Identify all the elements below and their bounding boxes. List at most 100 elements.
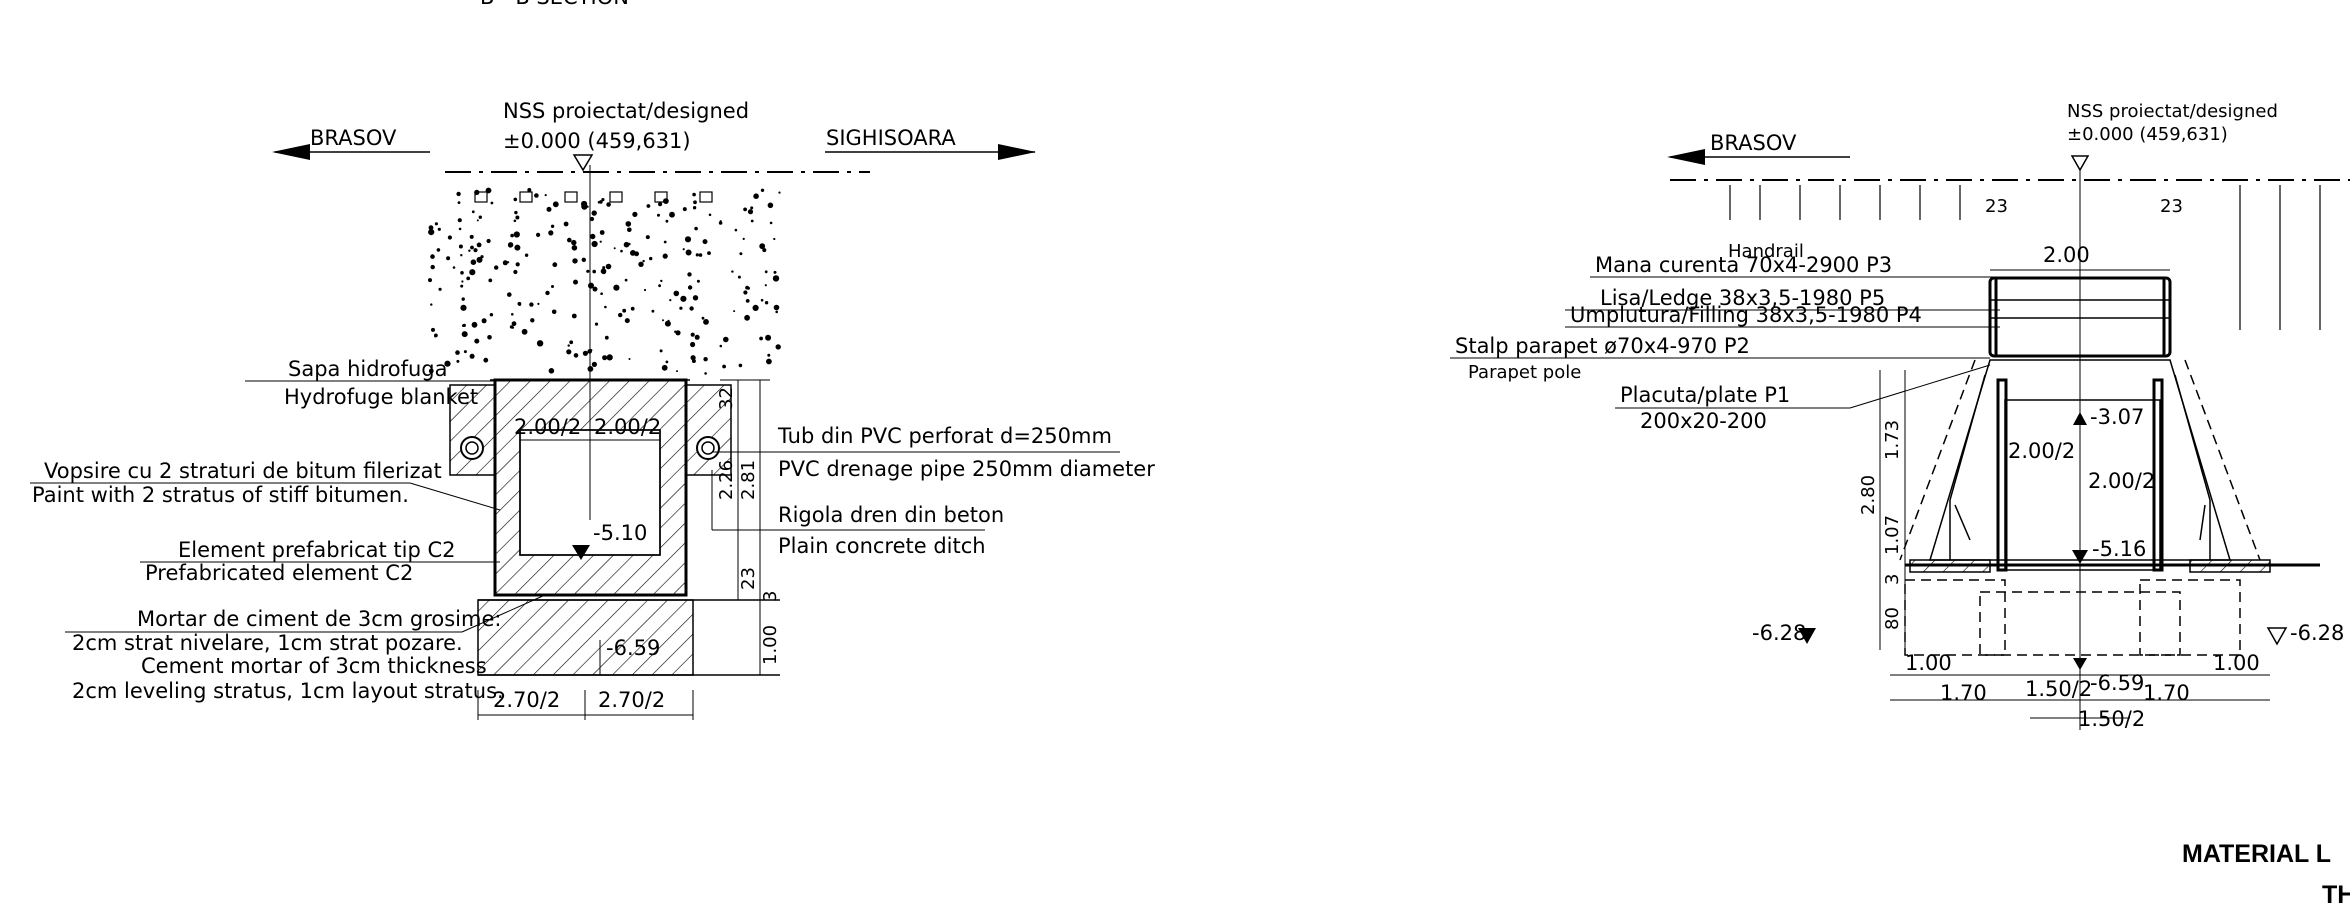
gravel-grain: [470, 259, 477, 266]
gravel-grain: [739, 252, 743, 256]
gravel-grain: [657, 213, 660, 217]
gravel-grain: [461, 331, 468, 338]
gravel-grain: [675, 330, 681, 336]
gravel-grain: [458, 227, 462, 231]
hydro-label-en: Hydrofuge blanket: [284, 385, 478, 409]
gravel-grain: [534, 193, 539, 198]
gravel-grain: [481, 318, 487, 324]
mortar-label-en-1: Cement mortar of 3cm thickness: [141, 654, 487, 678]
gravel-grain: [646, 204, 651, 208]
gravel-grain: [513, 219, 517, 223]
gravel-grain: [625, 221, 632, 227]
gravel-grain: [692, 206, 697, 210]
post-marker: [654, 191, 668, 203]
level-marker-icon: [1798, 628, 1816, 644]
gravel-grain: [591, 240, 598, 248]
gravel-grain: [620, 249, 623, 253]
gravel-grain: [437, 227, 441, 231]
level-marker-icon: [2073, 658, 2087, 670]
gravel-grain: [642, 259, 645, 263]
gravel-grain: [750, 206, 754, 210]
level-marker-icon: [572, 154, 594, 172]
gravel-grain: [455, 350, 460, 355]
gravel-grain: [438, 287, 442, 291]
right-direction-label: SIGHISOARA: [826, 126, 956, 150]
gravel-grain: [456, 359, 460, 363]
gravel-grain: [460, 271, 464, 275]
gravel-grain: [592, 269, 596, 274]
level-marker-icon: [2072, 550, 2088, 564]
gravel-grain: [468, 249, 471, 252]
gravel-grain: [747, 286, 750, 290]
gravel-grain: [515, 215, 520, 220]
gravel-grain: [772, 275, 780, 282]
gravel-grain: [604, 335, 609, 340]
right-section-direction-label: BRASOV: [1710, 131, 1797, 155]
gravel-grain: [680, 295, 687, 302]
gravel-grain: [460, 284, 464, 288]
gravel-grain: [734, 228, 738, 232]
level-top-inner: -3.07: [2090, 405, 2144, 429]
gravel-grain: [747, 209, 754, 215]
gravel-grain: [446, 256, 451, 261]
material-list-subtitle: TH: [2322, 881, 2350, 909]
gravel-grain: [623, 241, 630, 248]
dim-v-23: 23: [738, 567, 759, 590]
right-section: BRASOV NSS proiectat/designed ±0.000 (45…: [1450, 101, 2350, 731]
gravel-fill: [428, 187, 781, 375]
gravel-grain: [658, 284, 661, 288]
level-marker-icon: [2070, 155, 2090, 172]
dim-inner-right: 2.00/2: [594, 415, 661, 439]
gravel-grain: [524, 253, 529, 257]
gravel-grain: [663, 198, 669, 205]
gravel-grain: [514, 244, 521, 251]
gravel-grain: [676, 370, 678, 373]
gravel-grain: [469, 234, 474, 239]
gravel-grain: [760, 298, 764, 302]
gravel-grain: [673, 290, 680, 297]
gravel-grain: [622, 308, 627, 313]
pipe-label-ro: Tub din PVC perforat d=250mm: [777, 424, 1112, 448]
gravel-grain: [767, 353, 771, 357]
gravel-grain: [687, 272, 692, 277]
gravel-grain: [511, 313, 514, 316]
gravel-grain: [507, 292, 512, 297]
gravel-grain: [592, 286, 598, 292]
gravel-grain: [738, 363, 743, 368]
gravel-grain: [701, 316, 705, 320]
gravel-grain: [719, 344, 723, 348]
ditch-label-en: Plain concrete ditch: [778, 534, 986, 558]
dim-top-23b: 23: [2160, 196, 2183, 217]
right-section-direction-arrow: BRASOV: [1667, 131, 1850, 165]
gravel-grain: [551, 285, 554, 288]
post-marker: [609, 191, 623, 203]
gravel-grain: [486, 238, 491, 244]
gravel-grain: [662, 319, 664, 322]
mortar-label-ro-1: Mortar de ciment de 3cm grosime:: [137, 607, 501, 631]
gravel-grain: [508, 244, 512, 248]
gravel-grain: [775, 344, 781, 350]
gravel-grain: [545, 290, 550, 296]
gravel-grain: [692, 192, 696, 197]
gravel-grain: [722, 364, 726, 369]
gravel-grain: [682, 248, 685, 251]
gravel-grain: [428, 278, 432, 283]
dim-b-170b: 1.70: [2143, 681, 2190, 705]
gravel-grain: [518, 303, 522, 306]
right-culvert: [1899, 170, 2320, 730]
material-list-title: MATERIAL L: [2182, 840, 2331, 868]
dim-b-100b: 1.00: [2213, 651, 2260, 675]
gravel-grain: [764, 284, 767, 287]
gravel-grain: [773, 237, 776, 241]
top-ticks: [1729, 185, 2321, 330]
gravel-grain: [766, 358, 772, 365]
left-section: B - B SECTION BRASOV SIGHISOARA NSS proi…: [30, 0, 1155, 720]
plate-label-1: Placuta/plate P1: [1620, 383, 1790, 407]
gravel-grain: [769, 221, 773, 225]
gravel-grain: [457, 201, 461, 205]
gravel-grain: [665, 219, 669, 223]
post-marker: [564, 191, 578, 203]
gravel-grain: [515, 262, 520, 267]
gravel-grain: [731, 270, 734, 273]
